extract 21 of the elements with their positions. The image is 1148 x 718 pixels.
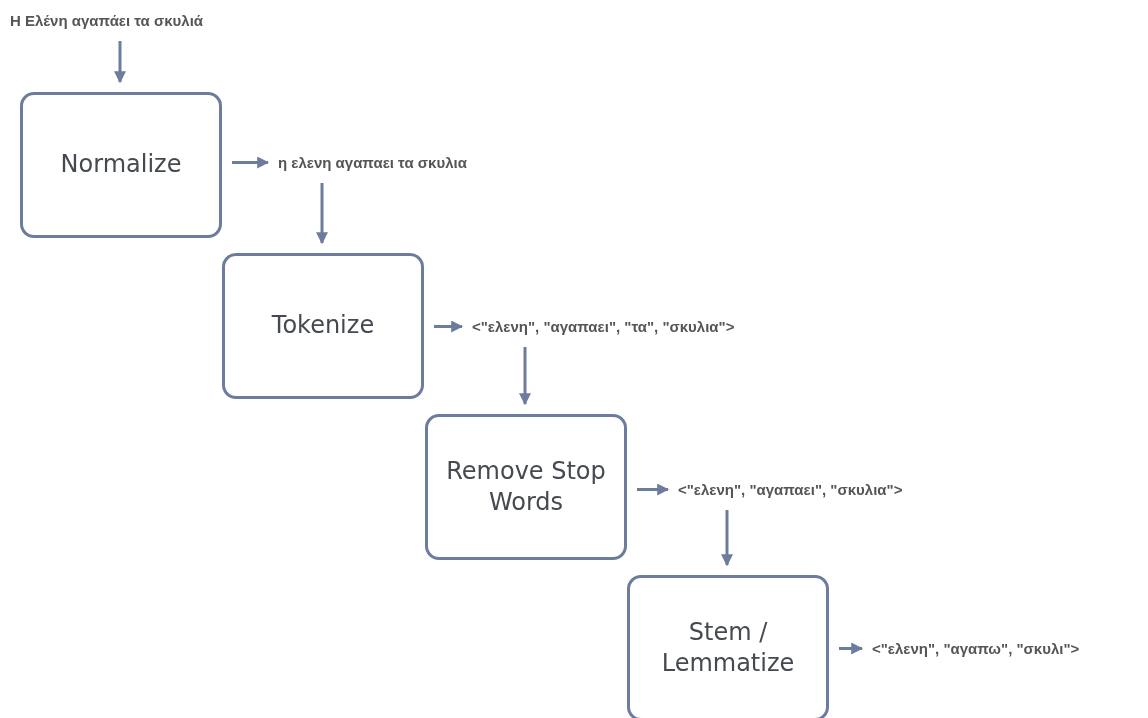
- process-box: [627, 575, 829, 718]
- text-output: η ελενη αγαπαει τα σκυλια: [278, 154, 467, 171]
- arrow: [721, 510, 733, 567]
- text-output: Η Ελένη αγαπάει τα σκυλιά: [10, 12, 204, 29]
- arrow: [839, 642, 864, 655]
- process-label: Stem / Lemmatize: [660, 616, 796, 679]
- process-box: [425, 414, 627, 560]
- process-label: Remove Stop Words: [445, 455, 607, 518]
- arrow: [316, 183, 328, 245]
- arrow: [434, 320, 464, 333]
- process-label: Normalize: [59, 149, 183, 181]
- arrow: [637, 483, 670, 496]
- text-output: <"ελενη", "αγαπαει", "σκυλια">: [678, 481, 903, 498]
- arrow: [114, 41, 126, 84]
- process-box: [222, 253, 424, 399]
- text-output: <"ελενη", "αγαπω", "σκυλι">: [872, 640, 1080, 657]
- text-output: <"ελενη", "αγαπαει", "τα", "σκυλια">: [472, 318, 735, 335]
- process-box: [20, 92, 222, 238]
- process-label: Tokenize: [270, 310, 376, 342]
- arrow: [519, 347, 531, 406]
- arrow: [232, 156, 270, 169]
